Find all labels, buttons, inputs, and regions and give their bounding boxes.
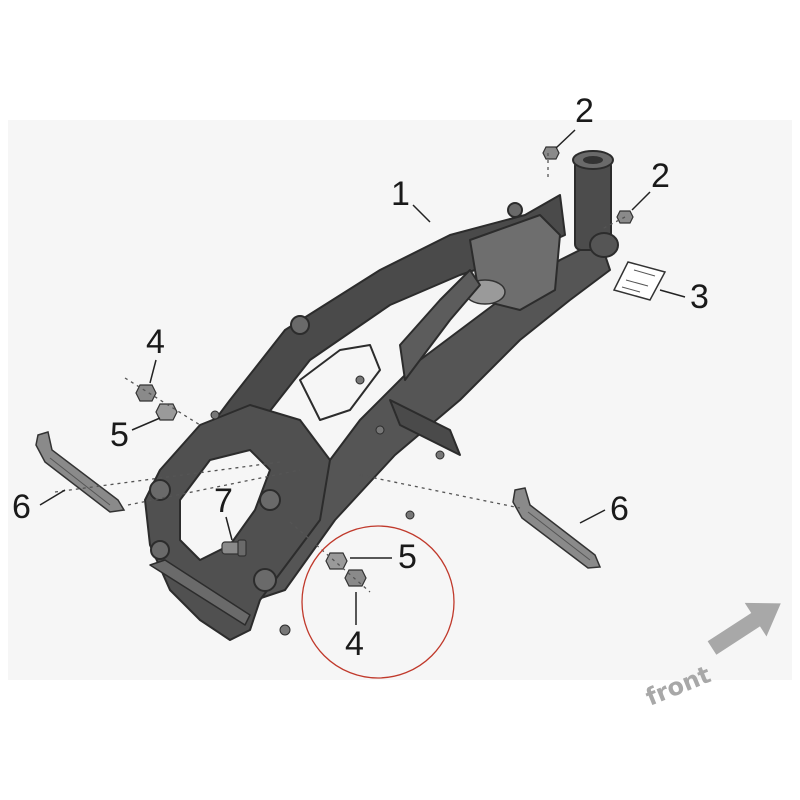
frame-pivot-boss xyxy=(290,315,310,335)
frame-pivot-boss xyxy=(253,568,277,592)
callout-3: 3 xyxy=(690,278,709,316)
callout-6-left: 6 xyxy=(12,488,31,526)
frame-assembly xyxy=(144,150,619,641)
leader-lines xyxy=(39,129,686,625)
part-4-nut-right xyxy=(344,569,367,587)
frame-rear-casting-cutout xyxy=(179,449,271,561)
callout-6-right: 6 xyxy=(610,490,629,528)
assembly-lines xyxy=(54,153,626,593)
frame-bottom-shaft xyxy=(149,559,251,626)
part-5-washer-left xyxy=(155,403,178,421)
part-7-fitting xyxy=(221,539,247,557)
part-4-nut-left xyxy=(135,384,157,402)
callout-4-right: 4 xyxy=(345,625,364,663)
front-arrow-icon xyxy=(707,602,781,655)
frame-cross-tube xyxy=(389,399,461,456)
frame-diagonal-brace xyxy=(399,269,481,381)
part-6-bracket-left xyxy=(35,431,126,513)
callout-2-top: 2 xyxy=(575,92,594,130)
front-direction-indicator xyxy=(707,602,781,655)
frame-mid-cutout xyxy=(299,344,381,421)
callout-2-right: 2 xyxy=(651,157,670,195)
callout-4-left: 4 xyxy=(146,323,165,361)
callout-7: 7 xyxy=(214,482,233,520)
part-6-bracket-right xyxy=(512,487,602,569)
frame-pivot-boss xyxy=(149,479,171,501)
callout-5-left: 5 xyxy=(110,416,129,454)
part-3-label-sticker xyxy=(612,261,667,301)
frame-pivot-boss xyxy=(150,540,170,560)
callout-5-right: 5 xyxy=(398,538,417,576)
frame-headstock xyxy=(572,150,619,258)
part-2-nut-top xyxy=(542,146,560,160)
highlight-circle xyxy=(301,525,455,679)
callout-1: 1 xyxy=(391,175,410,213)
frame-pivot-boss xyxy=(259,489,281,511)
frame-pivot-boss xyxy=(507,202,523,218)
